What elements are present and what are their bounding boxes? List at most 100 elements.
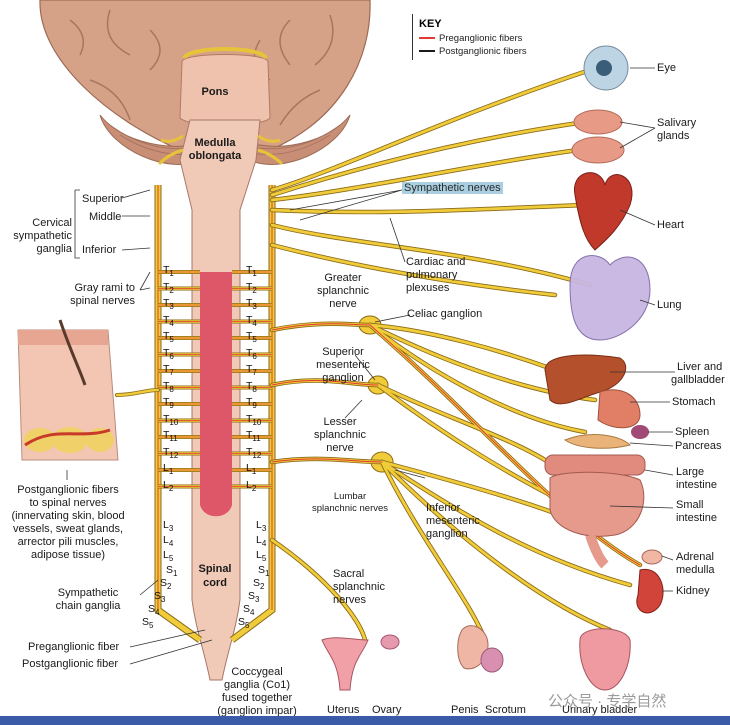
label-greater-line2: splanchnic [317, 285, 369, 297]
label-infmes-line2: mesenteric [426, 515, 480, 527]
label-coccygeal-line2: ganglia (Co1) [223, 679, 291, 691]
segment-label-left-T10: T10 [163, 412, 179, 427]
label-middle: Middle [89, 211, 122, 223]
label-urinary-bladder: Urinary bladder [562, 704, 638, 716]
segment-label-right-T11: T11 [246, 429, 261, 444]
segment-label-right-T7: T7 [246, 363, 257, 378]
label-stomach: Stomach [672, 396, 716, 408]
label-sacral-line2: splanchnic [333, 581, 385, 593]
label-large-line2: intestine [676, 479, 717, 491]
label-pons: Pons [201, 86, 229, 98]
segment-label-left-T8: T8 [163, 379, 174, 394]
segment-label-left-L2: L2 [163, 478, 174, 493]
label-postgang-line1: Postganglionic fibers [17, 484, 119, 496]
legend-title: KEY [419, 18, 442, 30]
label-salivary-line2: glands [657, 130, 690, 142]
label-sacral-line3: nerves [333, 594, 367, 606]
label-supmes-line3: ganglion [322, 372, 364, 384]
label-ovary: Ovary [372, 704, 402, 716]
label-penis: Penis [451, 704, 479, 716]
segment-label-right-T1: T1 [246, 264, 257, 279]
label-gray-rami-line1: Gray rami to [74, 282, 135, 294]
label-coccygeal-line1: Coccygeal [231, 666, 283, 678]
segment-label-left-L4: L4 [163, 534, 174, 549]
segment-label-left-S5: S5 [142, 616, 154, 631]
skin-inset [17, 319, 119, 461]
segment-label-left-L1: L1 [163, 462, 174, 477]
spinal-nerve-roots [158, 270, 272, 489]
segment-label-right-L4: L4 [256, 534, 267, 549]
label-medulla-line2: oblongata [188, 150, 242, 162]
segment-label-left-T4: T4 [163, 313, 174, 328]
label-lesser-line3: nerve [326, 442, 354, 454]
segment-label-right-S5: S5 [238, 616, 250, 631]
segment-label-right-S4: S4 [243, 603, 255, 618]
label-lesser-line2: splanchnic [314, 429, 366, 441]
label-postgang-line2: to spinal nerves [29, 497, 107, 509]
organ-illustrations [321, 45, 664, 691]
label-cervical-line2: sympathetic [13, 230, 72, 242]
label-salivary-line1: Salivary [657, 117, 697, 129]
segment-label-right-L3: L3 [256, 519, 267, 534]
label-liver-line2: gallbladder [671, 374, 725, 386]
segment-label-left-S4: S4 [148, 603, 160, 618]
segment-label-right-S1: S1 [258, 564, 270, 579]
label-cervical-line1: Cervical [32, 217, 72, 229]
segment-label-right-T8: T8 [246, 379, 257, 394]
label-small-line2: intestine [676, 512, 717, 524]
label-adrenal-line1: Adrenal [676, 551, 714, 563]
leader-lines [66, 67, 675, 665]
label-scrotum: Scrotum [485, 704, 526, 716]
segment-label-left-S3: S3 [154, 590, 166, 605]
bottom-bar [0, 716, 730, 725]
label-postgang-line4: vessels, sweat glands, [12, 523, 124, 535]
label-celiac-ganglion: Celiac ganglion [407, 308, 483, 320]
segment-label-left-S2: S2 [160, 577, 172, 592]
segment-label-right-L2: L2 [246, 478, 257, 493]
label-greater-line1: Greater [324, 272, 362, 284]
label-adrenal-line2: medulla [676, 564, 715, 576]
segment-label-right-S3: S3 [248, 590, 260, 605]
segment-label-left-S1: S1 [166, 564, 178, 579]
label-cardiac-line2: pulmonary [406, 269, 458, 281]
label-liver-line1: Liver and [677, 361, 723, 373]
segment-label-left-L5: L5 [163, 549, 174, 564]
segment-label-right-L5: L5 [256, 549, 267, 564]
segment-label-right-T12: T12 [246, 445, 262, 460]
label-coccygeal-line4: (ganglion impar) [217, 705, 297, 717]
segment-label-left-T3: T3 [163, 297, 174, 312]
label-spinal-line2: cord [203, 577, 227, 589]
label-gray-rami-line2: spinal nerves [70, 295, 135, 307]
label-cardiac-line3: plexuses [406, 282, 450, 294]
label-uterus: Uterus [327, 704, 360, 716]
segment-label-right-T6: T6 [246, 346, 257, 361]
label-lumbar-line2: splanchnic nerves [311, 503, 389, 514]
label-sacral-line1: Sacral [333, 568, 365, 580]
legend-key: KEY Preganglionic fibers Postganglionic … [412, 14, 535, 60]
label-infmes-line3: ganglion [426, 528, 468, 540]
watermark: 公众号 · 专学自然 [548, 693, 667, 710]
segment-label-left-T7: T7 [163, 363, 174, 378]
label-small-line1: Small [676, 499, 704, 511]
segment-label-left-T2: T2 [163, 280, 174, 295]
sympathetic-chains [154, 185, 276, 643]
label-chain-line2: chain ganglia [55, 600, 121, 612]
segment-label-right-T5: T5 [246, 330, 257, 345]
label-sympathetic-nerves: Sympathetic nerves [402, 182, 503, 194]
legend-preganglionic: Preganglionic fibers [419, 33, 522, 44]
segment-label-right-T3: T3 [246, 297, 257, 312]
label-infmes-line1: Inferior [426, 502, 461, 514]
label-eye: Eye [657, 62, 676, 74]
segment-label-right-S2: S2 [253, 577, 265, 592]
segment-label-right-T4: T4 [246, 313, 257, 328]
brain-illustration [39, 0, 371, 165]
segment-label-right-T10: T10 [246, 412, 262, 427]
label-greater-line3: nerve [329, 298, 357, 310]
label-postgang-line3: (innervating skin, blood [11, 510, 125, 522]
label-medulla-line1: Medulla [194, 137, 236, 149]
legend-postganglionic: Postganglionic fibers [419, 46, 527, 57]
label-postganglionic-fiber: Postganglionic fiber [22, 658, 119, 670]
nerve-pathways [115, 67, 643, 643]
